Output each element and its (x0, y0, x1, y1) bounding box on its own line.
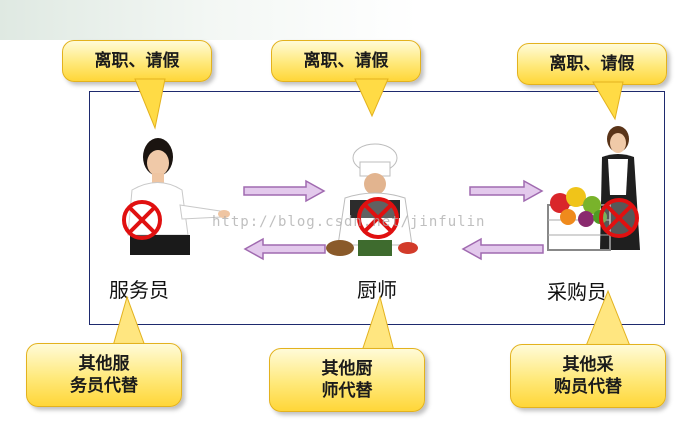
forbidden-icon (599, 198, 639, 238)
arrow-left-chef-to-waiter (243, 237, 326, 261)
callout-waiter-leave: 离职、请假 (62, 40, 212, 82)
header-gradient-band (0, 0, 697, 40)
callout-tail-chef (354, 78, 389, 118)
forbidden-icon (357, 197, 399, 239)
callout-waiter-replace: 其他服 务员代替 (26, 343, 182, 407)
callout-tail-waiter (134, 78, 166, 130)
callout-chef-leave: 离职、请假 (271, 40, 421, 82)
callout-buyer-replace: 其他采 购员代替 (510, 344, 666, 408)
callout-tail-chef-replace (361, 295, 395, 352)
forbidden-icon (122, 200, 162, 240)
role-label-chef: 厨师 (357, 278, 397, 302)
arrow-left-buyer-to-chef (461, 237, 544, 261)
role-label-waiter: 服务员 (109, 278, 169, 302)
callout-chef-replace: 其他厨 师代替 (269, 348, 425, 412)
role-label-buyer: 采购员 (547, 280, 607, 304)
watermark-url: http://blog.csdn.net/jinfulin (212, 214, 486, 230)
callout-buyer-leave: 离职、请假 (517, 43, 667, 85)
arrow-right-chef-to-buyer (469, 179, 544, 203)
callout-tail-buyer-replace (585, 289, 631, 347)
arrow-right-waiter-to-chef (243, 179, 326, 203)
callout-tail-buyer (592, 81, 624, 121)
